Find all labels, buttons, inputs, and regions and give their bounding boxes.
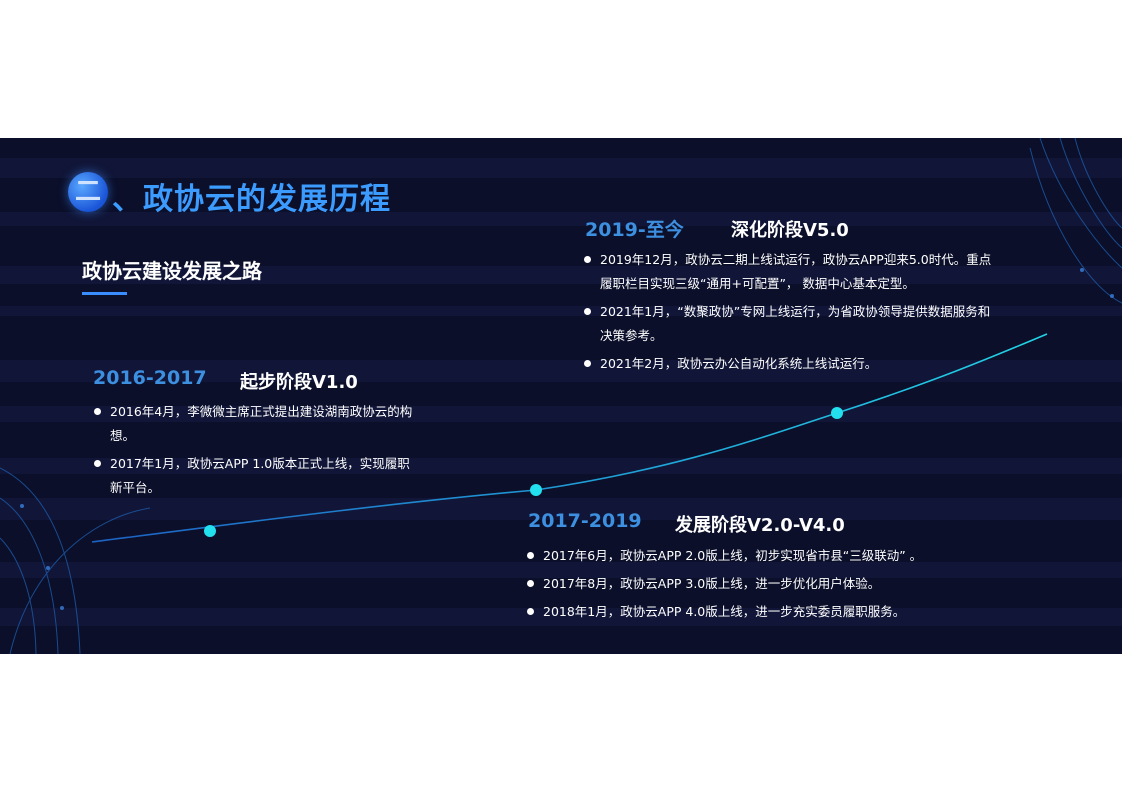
timeline-curve — [91, 333, 1048, 543]
stage-3-name: 深化阶段V5.0 — [731, 220, 849, 241]
subtitle-underline — [82, 292, 127, 295]
timeline-node — [831, 407, 843, 419]
list-item: 2019年12月，政协云二期上线试运行，政协云APP迎来5.0时代。重点履职栏目… — [584, 248, 994, 296]
section-title: 、政协云的发展历程 — [112, 182, 391, 217]
subtitle: 政协云建设发展之路 — [82, 259, 262, 283]
list-item: 2017年1月，政协云APP 1.0版本正式上线，实现履职新平台。 — [94, 452, 414, 500]
background-band — [0, 458, 1122, 474]
stage-1-bullets: 2016年4月，李微微主席正式提出建设湖南政协云的构想。 2017年1月，政协云… — [94, 400, 414, 504]
background-band — [0, 360, 1122, 382]
list-item: 2017年6月，政协云APP 2.0版上线，初步实现省市县“三级联动” 。 — [527, 544, 997, 568]
list-item: 2017年8月，政协云APP 3.0版上线，进一步优化用户体验。 — [527, 572, 997, 596]
stage-3-bullets: 2019年12月，政协云二期上线试运行，政协云APP迎来5.0时代。重点履职栏目… — [584, 248, 994, 380]
stage-3-year: 2019-至今 — [585, 219, 684, 241]
background-band — [0, 562, 1122, 578]
background-band — [0, 266, 1122, 284]
stage-1-year: 2016-2017 — [93, 367, 207, 389]
section-number-badge: 二 — [68, 172, 108, 212]
stage-2-name: 发展阶段V2.0-V4.0 — [675, 515, 845, 536]
slide: 二 、政协云的发展历程 政协云建设发展之路 2016-2017 起步阶段V1.0… — [0, 138, 1122, 654]
list-item: 2021年2月，政协云办公自动化系统上线试运行。 — [584, 352, 994, 376]
stage-2-year: 2017-2019 — [528, 510, 642, 532]
list-item: 2018年1月，政协云APP 4.0版上线，进一步充实委员履职服务。 — [527, 600, 997, 624]
list-item: 2021年1月，“数聚政协”专网上线运行，为省政协领导提供数据服务和决策参考。 — [584, 300, 994, 348]
background-band — [0, 608, 1122, 626]
stage-1-name: 起步阶段V1.0 — [240, 372, 358, 393]
background-band — [0, 306, 1122, 316]
timeline-node — [204, 525, 216, 537]
list-item: 2016年4月，李微微主席正式提出建设湖南政协云的构想。 — [94, 400, 414, 448]
background-band — [0, 498, 1122, 520]
background-band — [0, 158, 1122, 178]
stage-2-bullets: 2017年6月，政协云APP 2.0版上线，初步实现省市县“三级联动” 。 20… — [527, 544, 997, 628]
timeline-node — [530, 484, 542, 496]
background-band — [0, 212, 1122, 226]
